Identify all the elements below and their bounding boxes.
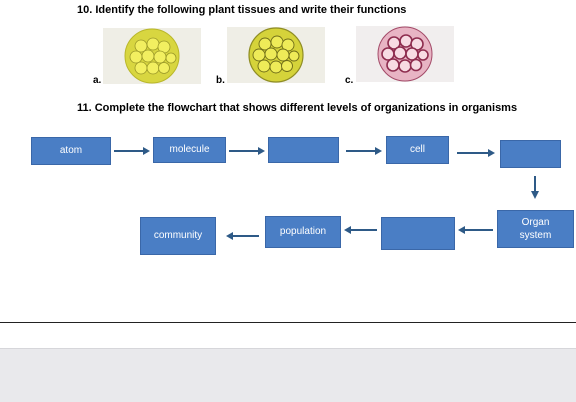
box-community: community xyxy=(140,217,216,255)
tissue-image-a xyxy=(103,28,201,84)
tissue-image-b xyxy=(227,27,325,83)
box-population: population xyxy=(265,216,341,248)
footer-panel xyxy=(0,348,576,402)
page-divider xyxy=(0,322,576,323)
arrow-right-icon xyxy=(114,147,150,155)
arrow-right-icon xyxy=(229,147,265,155)
box-blank-3 xyxy=(381,217,455,250)
box-atom: atom xyxy=(31,137,111,165)
arrow-down-icon xyxy=(531,176,539,199)
option-label-a: a. xyxy=(93,75,102,86)
box-cell: cell xyxy=(386,136,449,164)
arrow-left-icon xyxy=(344,226,377,234)
arrow-right-icon xyxy=(457,149,495,157)
option-label-c: c. xyxy=(345,75,354,86)
option-label-b: b. xyxy=(216,75,225,86)
tissue-image-c xyxy=(356,26,454,82)
question-10-title: 10. Identify the following plant tissues… xyxy=(77,4,407,16)
arrow-left-icon xyxy=(226,232,259,240)
box-organ-system: Organ system xyxy=(497,210,574,248)
box-molecule: molecule xyxy=(153,137,226,163)
question-11-title: 11. Complete the flowchart that shows di… xyxy=(77,102,518,114)
arrow-left-icon xyxy=(458,226,493,234)
arrow-right-icon xyxy=(346,147,382,155)
box-blank-1 xyxy=(268,137,339,163)
box-blank-2 xyxy=(500,140,561,168)
